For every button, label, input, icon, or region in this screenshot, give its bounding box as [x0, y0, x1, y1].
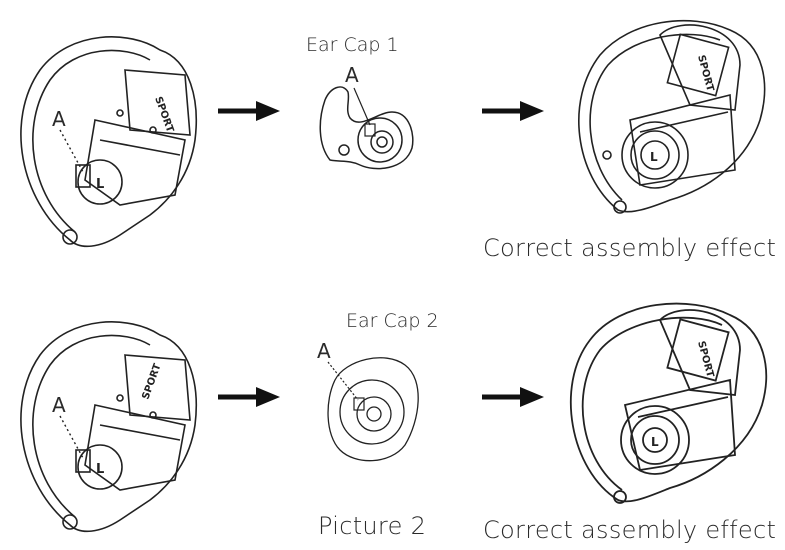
earphone-before-1 — [20, 36, 198, 248]
marker-a-4: A — [317, 339, 331, 363]
side-mark-2: L — [650, 150, 658, 164]
ear-cap-2-drawing — [327, 357, 419, 462]
arrow-right-1 — [218, 101, 280, 121]
earphone-assembled-2 — [570, 302, 768, 504]
marker-a-3: A — [52, 393, 66, 417]
earphone-assembled-1 — [578, 19, 766, 214]
sport-logo-2: SPORT — [695, 54, 715, 93]
marker-a-1: A — [52, 107, 66, 131]
sport-logo-3: SPORT — [140, 362, 163, 401]
correct-effect-label-2: Correct assembly effect — [483, 516, 777, 544]
side-mark-1: L — [96, 177, 104, 192]
ear-cap-1-label: Ear Cap 1 — [306, 34, 399, 56]
correct-effect-label-1: Correct assembly effect — [483, 234, 777, 262]
arrow-right-4 — [482, 387, 544, 407]
ear-cap-2-label: Ear Cap 2 — [346, 310, 439, 332]
marker-a-2: A — [345, 63, 359, 87]
arrow-right-3 — [218, 387, 280, 407]
ear-cap-1-drawing — [319, 86, 414, 170]
side-mark-4: L — [651, 435, 659, 449]
sport-logo-4: SPORT — [695, 340, 715, 379]
side-mark-3: L — [96, 462, 104, 477]
picture-caption: Picture 2 — [318, 512, 427, 540]
earphone-before-2 — [20, 321, 198, 533]
arrow-right-2 — [482, 101, 544, 121]
